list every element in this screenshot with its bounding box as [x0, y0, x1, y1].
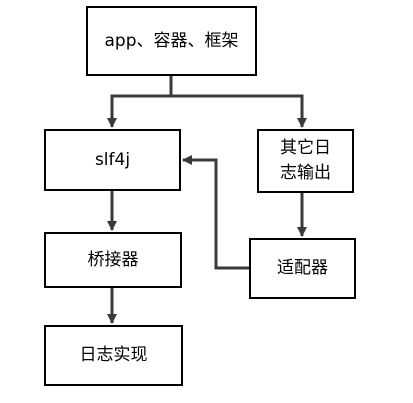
junction-to-other-output-arrow: [171, 94, 307, 128]
other-log-output-box: 其它日志输出: [257, 129, 354, 193]
app-container-framework-box: app、容器、框架: [86, 6, 257, 76]
adapter-box: 适配器: [249, 238, 356, 299]
log-implementation-label: 日志实现: [79, 345, 148, 365]
adapter-label: 适配器: [277, 258, 328, 278]
slf4j-box: slf4j: [44, 129, 181, 191]
bridge-box: 桥接器: [44, 232, 182, 288]
app-container-framework-label: app、容器、框架: [104, 30, 239, 51]
junction-to-slf4j-arrow: [107, 94, 171, 128]
bridge-label: 桥接器: [87, 249, 139, 270]
log-implementation-box: 日志实现: [44, 325, 183, 386]
other-log-output-label: 其它日志输出: [280, 138, 331, 183]
slf4j-label: slf4j: [94, 149, 131, 170]
adapter-to-slf4j-arrow: [182, 155, 249, 270]
